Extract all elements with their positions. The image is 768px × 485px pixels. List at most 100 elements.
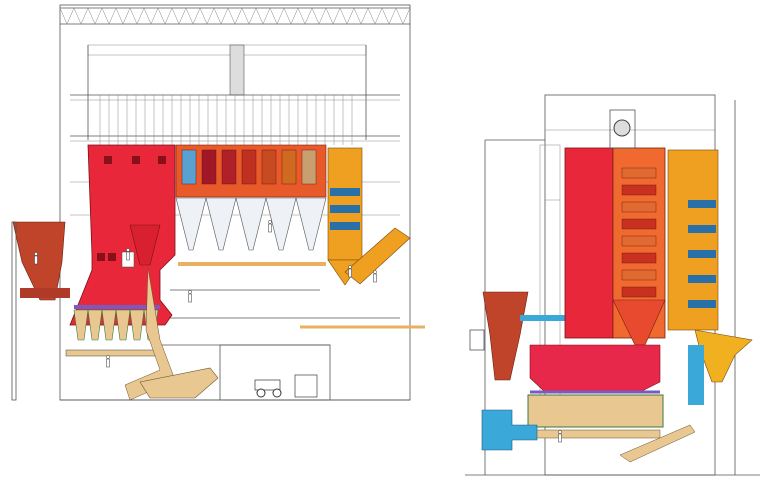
superheater-panel [181, 149, 197, 185]
wheel-loader [254, 379, 282, 398]
dust-hopper [175, 197, 207, 251]
truss-member [94, 7, 103, 25]
grate-ash-hoppers [73, 309, 159, 341]
truss-member [367, 7, 376, 25]
truss-member [248, 7, 257, 25]
ash-conveyor [65, 349, 157, 357]
dust-hopper [205, 197, 237, 251]
truss-member [339, 7, 348, 25]
superheater-panel [241, 149, 257, 185]
truss-member [381, 7, 390, 25]
inspection-door [97, 253, 105, 261]
steam-drum [613, 119, 631, 137]
truss-member [346, 7, 355, 25]
truss-member [402, 7, 411, 25]
furnace [564, 147, 614, 339]
truss-member [66, 7, 75, 25]
truss-member [234, 7, 243, 25]
fuel-feeder [20, 288, 70, 298]
heat-band [330, 205, 360, 213]
truss-member [290, 7, 299, 25]
truss-member [255, 7, 264, 25]
furnace [69, 144, 176, 326]
truss-member [87, 7, 96, 25]
truss-member [192, 7, 201, 25]
truss-member [213, 7, 222, 25]
grate [527, 394, 664, 428]
heat-band [688, 300, 716, 308]
superheater-bank [621, 201, 657, 213]
grate-top [74, 305, 160, 309]
truss-member [164, 7, 173, 25]
superheater-bank [621, 218, 657, 230]
truss-member [206, 7, 215, 25]
inspection-door [158, 156, 166, 164]
truss-member [227, 7, 236, 25]
truss-member [122, 7, 131, 25]
steam-drum-support [609, 109, 636, 149]
ash-conveyor [519, 429, 661, 439]
dust-hopper [235, 197, 267, 251]
person-figure [268, 220, 272, 233]
crane-hook [229, 44, 245, 96]
right-boiler-house [465, 94, 760, 476]
person-figure [34, 252, 38, 265]
human-figures [34, 220, 562, 443]
air-duct [520, 315, 568, 321]
dust-hopper [265, 197, 297, 251]
ash-discharge [619, 424, 696, 463]
truss-member [199, 7, 208, 25]
ash-hopper [73, 309, 89, 341]
roof-truss [59, 7, 411, 25]
truss-member [171, 7, 180, 25]
superheater-panel [201, 149, 217, 185]
left-boiler-house [11, 4, 425, 401]
superheater-panel [221, 149, 237, 185]
truss-member [150, 7, 159, 25]
heat-band [330, 222, 360, 230]
ash-hopper [115, 309, 131, 341]
heat-band [688, 275, 716, 283]
superheater-panel [261, 149, 277, 185]
ash-hopper [129, 309, 145, 341]
inspection-door [132, 156, 140, 164]
truss-member [115, 7, 124, 25]
truss-member [332, 7, 341, 25]
bunker-wall [11, 221, 17, 401]
container [294, 374, 318, 398]
superheater-panel [301, 149, 317, 185]
ground-room [219, 344, 331, 401]
superheater-bank [621, 269, 657, 281]
truss-member [283, 7, 292, 25]
heat-bands [688, 200, 716, 308]
truss-member [241, 7, 250, 25]
truss-member [374, 7, 383, 25]
heat-band [688, 200, 716, 208]
truss-member [276, 7, 285, 25]
truss-member [262, 7, 271, 25]
superheater-banks [621, 167, 657, 298]
truss-member [388, 7, 397, 25]
ash-hopper [87, 309, 103, 341]
truss-member [157, 7, 166, 25]
truss-member [269, 7, 278, 25]
combustion-chamber [529, 344, 661, 393]
air-preheater [688, 345, 704, 405]
person-figure [188, 290, 192, 303]
heat-band [688, 225, 716, 233]
truss-member [73, 7, 82, 25]
hopper-conveyor [178, 262, 326, 266]
cyclone-cone [129, 224, 161, 266]
heat-band [330, 188, 360, 196]
hanger-rods [99, 95, 353, 145]
bottom-ash-conveyor [139, 367, 219, 399]
person-figure [373, 270, 377, 283]
fuel-bunker [12, 221, 66, 301]
person-figure [126, 248, 130, 261]
truss-member [101, 7, 110, 25]
superheater-bank [621, 184, 657, 196]
superheater-bank [621, 167, 657, 179]
truss-member [143, 7, 152, 25]
truss-member [318, 7, 327, 25]
